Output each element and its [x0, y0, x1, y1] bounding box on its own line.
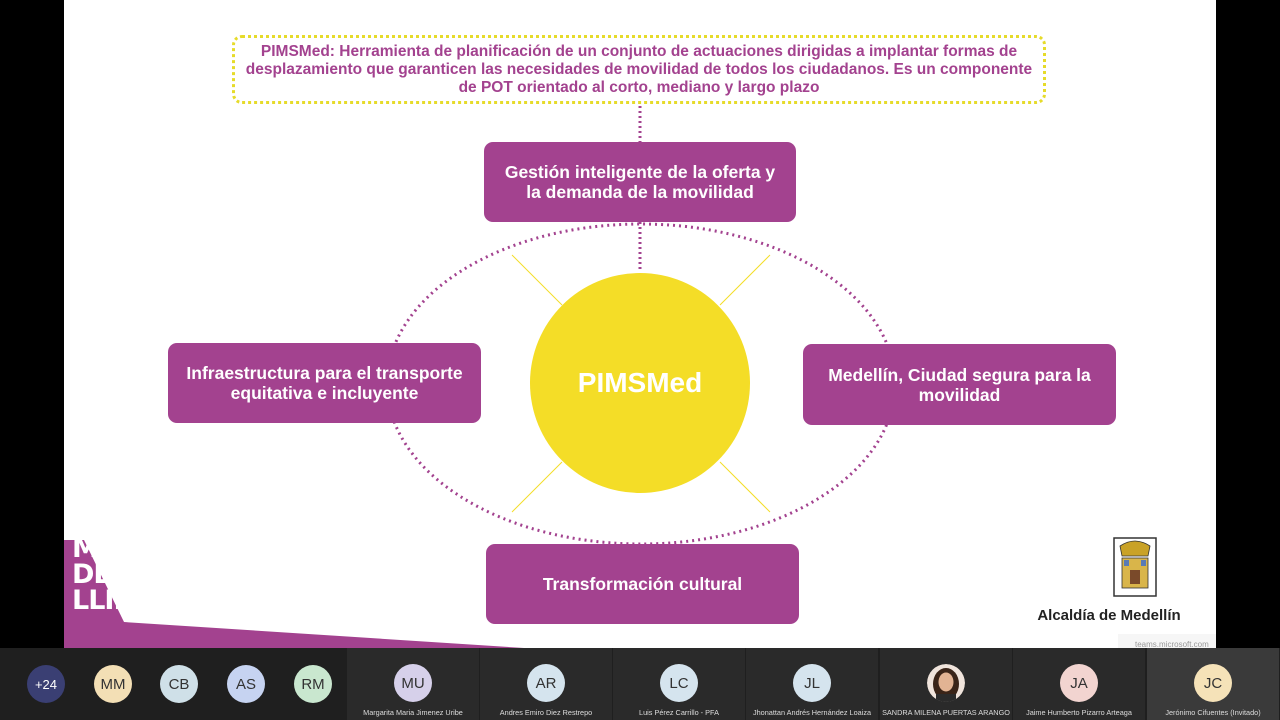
participant-tile[interactable]: AR Andres Emiro Diez Restrepo	[480, 648, 612, 720]
initials: AR	[535, 674, 557, 692]
participant-bubble[interactable]: RM	[294, 665, 332, 703]
center-label: PIMSMed	[577, 367, 703, 398]
participant-tile[interactable]: JA Jaime Humberto Pizarro Arteaga	[1013, 648, 1145, 720]
participant-name: Andres Emiro Diez Restrepo	[499, 708, 593, 717]
coat-of-arms-icon	[1113, 537, 1157, 597]
participant-tile[interactable]: JL Jhonattan Andrés Hernández Loaiza	[746, 648, 878, 720]
participant-tile[interactable]: SANDRA MILENA PUERTAS ARANGO	[880, 648, 1012, 720]
initials: LC	[669, 674, 689, 692]
box-ciudad-segura-label: Medellín, Ciudad segura para la movilida…	[828, 364, 1091, 405]
box-gestion-label: Gestión inteligente de la oferta y la de…	[504, 162, 776, 202]
participant-bubble[interactable]: AS	[227, 665, 265, 703]
participant-name: Luis Pérez Carrillo - PFA	[639, 708, 719, 717]
initials: JA	[1070, 674, 1088, 692]
center-circle: PIMSMed	[530, 273, 750, 493]
overflow-count: +24	[34, 676, 58, 692]
participant-tile[interactable]: JC Jerónimo Cifuentes (Invitado)	[1147, 648, 1279, 720]
box-infraestructura: Infraestructura para el transporte equit…	[168, 343, 481, 423]
initials: CB	[168, 675, 190, 693]
avatar: JA	[1060, 664, 1098, 702]
initials: MM	[100, 675, 126, 693]
alcaldia-label: Alcaldía de Medellín	[1037, 607, 1181, 624]
box-transformacion-label: Transformación cultural	[542, 574, 743, 594]
profile-photo-avatar	[927, 664, 965, 702]
box-ciudad-segura: Medellín, Ciudad segura para la movilida…	[803, 344, 1116, 425]
box-gestion: Gestión inteligente de la oferta y la de…	[484, 142, 796, 222]
box-transformacion: Transformación cultural	[486, 544, 799, 624]
initials: JC	[1203, 674, 1223, 692]
definition-banner: PIMSMed: Herramienta de planificación de…	[232, 35, 1046, 104]
initials: RM	[301, 675, 325, 693]
avatar: LC	[660, 664, 698, 702]
initials: JL	[804, 674, 820, 692]
banner-text: PIMSMed: Herramienta de planificación de…	[245, 42, 1033, 96]
avatar: JL	[793, 664, 831, 702]
participant-name: Jaime Humberto Pizarro Arteaga	[1026, 708, 1132, 717]
participant-name: SANDRA MILENA PUERTAS ARANGO	[882, 708, 1010, 717]
initials: AS	[235, 675, 256, 693]
participant-name: Jhonattan Andrés Hernández Loaiza	[752, 708, 872, 717]
box-infraestructura-label: Infraestructura para el transporte equit…	[186, 363, 463, 403]
avatar: AR	[527, 664, 565, 702]
presentation-slide: PIMSMed: Herramienta de planificación de…	[64, 0, 1216, 648]
participant-tile[interactable]: LC Luis Pérez Carrillo - PFA	[613, 648, 745, 720]
alcaldia-logo: Alcaldía de Medellín	[1034, 536, 1184, 624]
initials: MU	[401, 674, 425, 692]
person-photo-icon	[927, 664, 965, 702]
participant-bubble[interactable]: CB	[160, 665, 198, 703]
participant-name: Jerónimo Cifuentes (Invitado)	[1165, 708, 1261, 717]
avatar: JC	[1194, 664, 1232, 702]
participant-name: Margarita Maria Jimenez Uribe	[363, 708, 463, 717]
overflow-participants-button[interactable]: +24	[27, 665, 65, 703]
avatar: MU	[394, 664, 432, 702]
participant-bubble[interactable]: MM	[94, 665, 132, 703]
participant-tile[interactable]: MU Margarita Maria Jimenez Uribe	[347, 648, 479, 720]
teams-url-hint: teams.microsoft.com	[1118, 634, 1216, 648]
